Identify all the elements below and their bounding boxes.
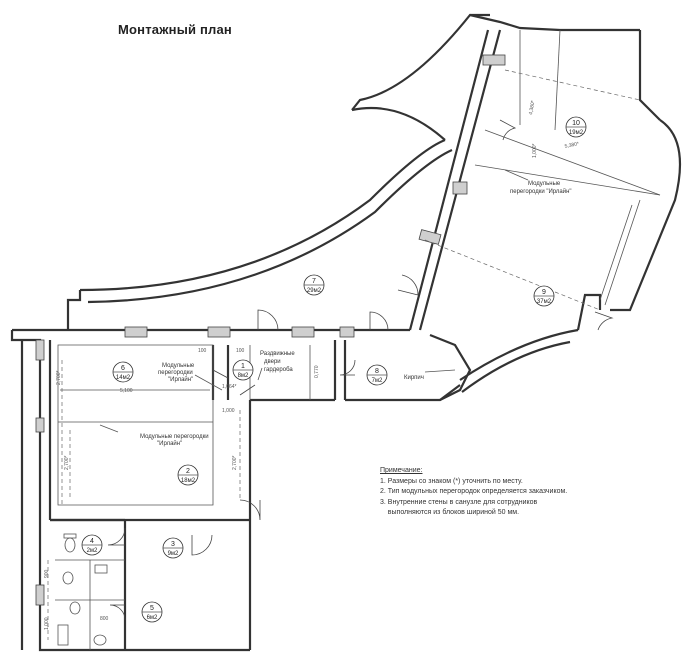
room-4-area: 2м2 [87,548,98,554]
room-6-marker: 6 14м2 [112,361,134,383]
room-7-marker: 7 29м2 [303,274,325,296]
room-10-number: 10 [572,120,580,127]
plan-title: Монтажный план [118,22,232,37]
note-item: выполняются из блоков шириной 50 мм. [380,509,520,516]
dim-label-7: 2,700* [232,455,238,470]
room-9-number: 9 [542,289,546,296]
wardrobe-label-line1: Раздвижные [260,351,295,357]
dim-label-12: 1,000 [222,408,235,414]
room-3-marker: 3 9м2 [162,537,184,559]
dim-label-6: 2,700* [64,455,70,470]
room-5-marker: 5 6м2 [141,601,163,623]
dim-label-10: 5,380* [564,141,579,150]
dim-label-9: 4,380* [528,100,536,115]
dim-label-1: 2,700* [56,370,62,385]
room-markers: 1 8м2 2 18м2 3 9м2 4 2м2 5 6м2 [81,116,587,623]
outer-walls [10,13,682,652]
fixtures [57,533,108,646]
partition-label-r9-line1: Модульные [528,181,561,187]
brick-label: Кирпич [404,375,424,381]
note-item: 2. Тип модульных перегородок определяетс… [380,488,568,495]
room-1-area: 8м2 [238,373,249,379]
room-2-area: 18м2 [181,478,196,484]
wardrobe-label-line3: гардероба [264,367,293,373]
dim-label-5: 100 [236,348,245,354]
dim-label-3: 1,064* [222,384,237,390]
dim-label-4: 100 [198,348,207,354]
room-10-marker: 10 19м2 [565,116,587,138]
room-8-area: 7м2 [372,378,383,384]
room-8-number: 8 [375,368,379,375]
room-1-number: 1 [241,363,245,370]
partition-label-r6-line1: Модульные [162,363,195,369]
room-8-marker: 8 7м2 [366,364,388,386]
partition-label-r6-line3: "Ирлайн" [168,376,193,383]
notes-block: Примечание: 1. Размеры со знаком (*) уто… [380,466,680,519]
partition-label-r2-line1: Модульные перегородки [140,434,209,440]
doors [107,119,614,621]
room-2-marker: 2 18м2 [177,464,199,486]
dim-label-15: 800 [100,616,109,622]
notes-heading: Примечание: [380,467,423,474]
room-1-marker: 1 8м2 [232,359,254,381]
partition-label-r9-line2: перегородки "Ирлайн" [510,188,572,195]
room-6-number: 6 [121,365,125,372]
room-10-area: 19м2 [569,130,584,136]
partition-label-r6-line2: перегородки [158,370,193,376]
note-item: 3. Внутренние стены в санузле для сотруд… [380,498,538,506]
dim-label-13: 900 [44,569,50,578]
room-5-number: 5 [150,605,154,612]
room-5-area: 6м2 [147,615,158,621]
room-7-area: 29м2 [307,288,322,294]
room-2-number: 2 [186,468,190,475]
note-item: 1. Размеры со знаком (*) уточнить по мес… [380,477,523,485]
wardrobe-label-line2: двери [264,359,281,365]
dim-label-2: 5,100 [120,388,133,394]
leader-lines [99,169,529,433]
room-3-number: 3 [171,541,175,548]
room-9-marker: 9 37м2 [533,285,555,307]
room-9-area: 37м2 [537,299,552,305]
room-3-area: 9м2 [168,551,179,557]
partition-label-r2-line2: "Ирлайн" [157,440,182,447]
dim-label-14: 1,000 [44,617,50,630]
interior-walls [47,29,661,650]
room-4-number: 4 [90,538,94,545]
annotation-labels: Модульные перегородки "Ирлайн" Модульные… [140,181,572,447]
room-6-area: 14м2 [116,375,131,381]
room-4-marker: 4 2м2 [81,534,103,556]
dim-label-11: 0,770 [314,365,320,378]
dimension-labels: 2,700* 5,100 1,064* 100 100 2,700* 2,700… [44,100,580,630]
room-7-number: 7 [312,278,316,285]
wall-columns [35,54,506,606]
dim-label-8: 1,000* [532,143,538,158]
